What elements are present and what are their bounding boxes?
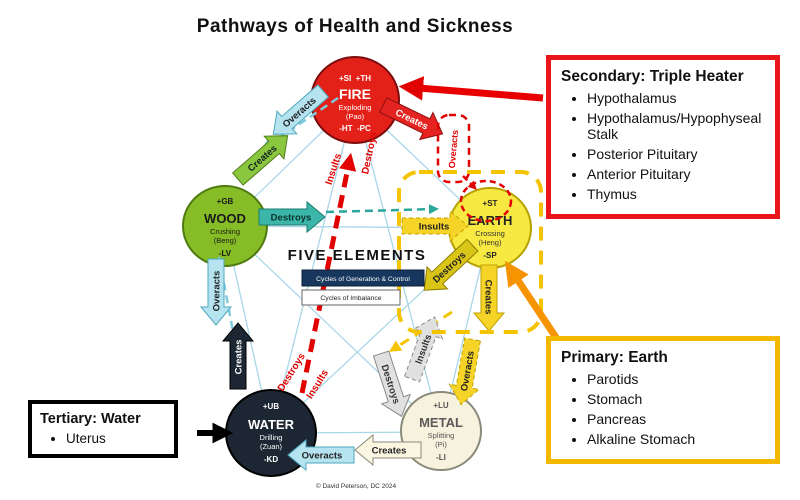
- water-meridians-top: +UB: [263, 402, 279, 411]
- destroys-label: Destroys: [271, 213, 312, 224]
- list-item: Posterior Pituitary: [587, 146, 769, 162]
- legend: Cycles of Generation & Control Cycles of…: [301, 269, 425, 306]
- metal-style: Splitting: [428, 431, 455, 440]
- overacts-label: Overacts: [212, 271, 223, 312]
- secondary-dashed-connector: [462, 175, 477, 190]
- wood-style: Crushing: [210, 227, 240, 236]
- callout-primary-title: Primary: Earth: [561, 349, 668, 366]
- list-item: Hypothalamus/Hypophyseal Stalk: [587, 110, 769, 142]
- metal-meridians-bottom: -LI: [436, 453, 446, 462]
- element-fire: +SI +TH FIRE Exploding (Pao) -HT -PC: [310, 56, 400, 144]
- destroys-dashed-line: [325, 204, 439, 215]
- secondary-dashed-rect: [436, 113, 471, 184]
- list-item: Thymus: [587, 186, 769, 202]
- legend-generation-label: Cycles of Generation & Control: [316, 276, 410, 283]
- callout-primary-earth: Primary: Earth Parotids Stomach Pancreas…: [546, 336, 780, 464]
- metal-meridians-top: +LU: [433, 401, 449, 410]
- overacts-label: Overacts: [302, 451, 343, 462]
- fire-pinyin: (Pao): [346, 112, 365, 121]
- legend-imbalance-label: Cycles of Imbalance: [320, 295, 381, 302]
- creates-label: Creates: [234, 340, 245, 375]
- callout-primary-list: Parotids Stomach Pancreas Alkaline Stoma…: [561, 371, 769, 447]
- fire-style: Exploding: [339, 103, 372, 112]
- fire-meridians-top: +SI +TH: [339, 74, 371, 83]
- primary-highlight-dashed-rect: [397, 170, 543, 334]
- earth-style: Crossing: [475, 229, 505, 238]
- callout-secondary-title: Secondary: Triple Heater: [561, 68, 744, 85]
- callout-tertiary-title: Tertiary: Water: [40, 411, 141, 427]
- water-style: Drilling: [260, 433, 283, 442]
- copyright: © David Peterson, DC 2024: [316, 482, 397, 490]
- insults-label: Insults: [419, 222, 450, 233]
- list-item: Parotids: [587, 371, 769, 387]
- insults-label: Insults: [324, 152, 345, 186]
- metal-name: METAL: [419, 415, 463, 430]
- center-heading: FIVE ELEMENTS: [288, 247, 427, 264]
- legend-generation-box: [301, 269, 425, 287]
- creates-label: Creates: [372, 446, 407, 457]
- callout-tertiary-water: Tertiary: Water Uterus: [28, 400, 178, 458]
- water-meridians-bottom: -KD: [264, 455, 278, 464]
- earth-pinyin: (Heng): [479, 238, 502, 247]
- secondary-dashed-ellipse: [459, 179, 513, 223]
- list-item: Anterior Pituitary: [587, 166, 769, 182]
- secondary-highlight-dashed: [436, 113, 513, 223]
- element-wood: +GB WOOD Crushing (Beng) -LV: [182, 185, 268, 267]
- legend-imbalance-box: [301, 289, 401, 306]
- list-item: Alkaline Stomach: [587, 431, 769, 447]
- earth-meridians-bottom: -SP: [483, 251, 497, 260]
- fire-meridians-bottom: -HT -PC: [339, 124, 371, 133]
- element-earth: +ST EARTH Crossing (Heng) -SP: [448, 187, 532, 269]
- wood-name: WOOD: [204, 211, 246, 226]
- callout-secondary-triple-heater: Secondary: Triple Heater Hypothalamus Hy…: [546, 55, 780, 219]
- overacts-label: Overacts: [447, 129, 460, 168]
- page-title: Pathways of Health and Sickness: [196, 16, 514, 37]
- list-item: Pancreas: [587, 411, 769, 427]
- wood-meridians-top: +GB: [217, 197, 234, 206]
- callout-secondary-list: Hypothalamus Hypothalamus/Hypophyseal St…: [561, 90, 769, 202]
- overacts-dashed-line: [261, 96, 339, 150]
- insults-dashed-arrow-water-fire: [299, 152, 357, 394]
- list-item: Stomach: [587, 391, 769, 407]
- wood-circle: [182, 185, 268, 267]
- water-pinyin: (Zuan): [260, 442, 283, 451]
- callout-tertiary-list: Uterus: [40, 431, 168, 446]
- metal-pinyin: (Pi): [435, 440, 447, 449]
- list-item: Hypothalamus: [587, 90, 769, 106]
- earth-meridians-top: +ST: [483, 199, 498, 208]
- wood-meridians-bottom: -LV: [219, 249, 232, 258]
- list-item: Uterus: [66, 431, 168, 446]
- wood-pinyin: (Beng): [214, 236, 237, 245]
- fire-name: FIRE: [339, 86, 371, 102]
- creates-label: Creates: [483, 280, 494, 315]
- water-name: WATER: [248, 417, 295, 432]
- secondary-pointer-arrow: [398, 76, 544, 102]
